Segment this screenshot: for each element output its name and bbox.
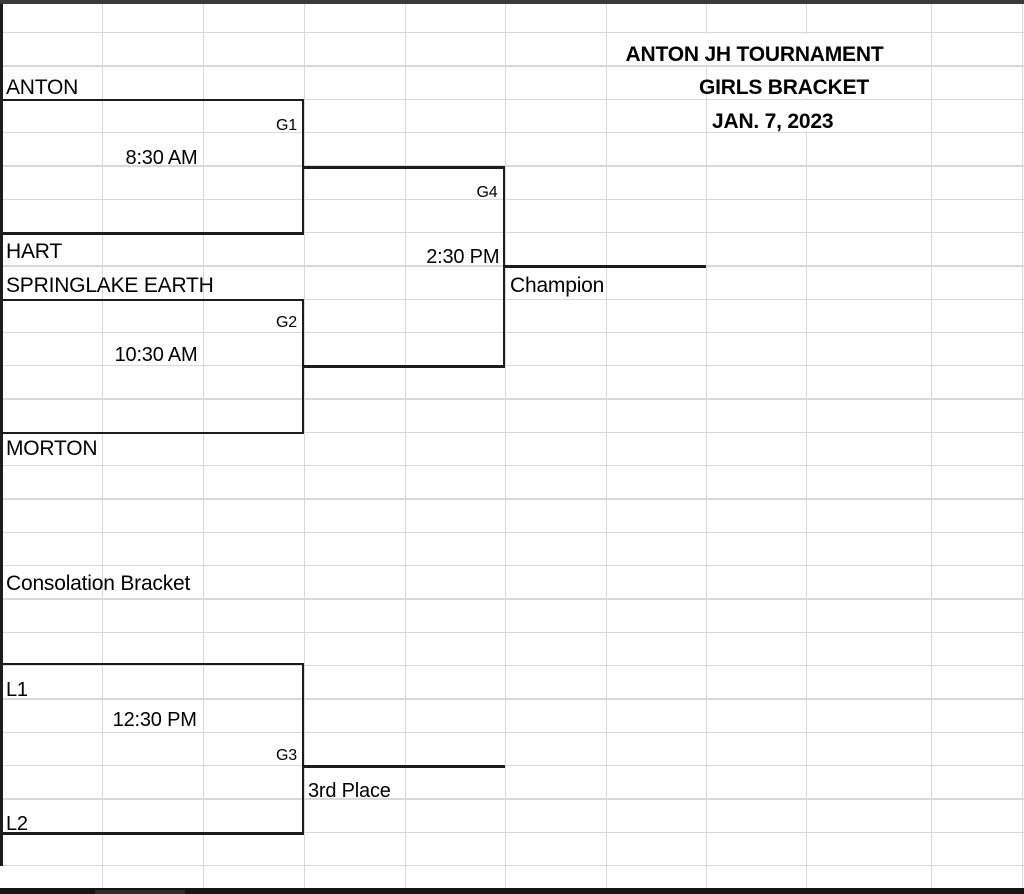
gridline-horizontal [0,498,1024,500]
game4-label[interactable]: G4 [476,183,498,201]
tournament-date[interactable]: JAN. 7, 2023 [712,109,834,133]
gridline-horizontal [0,864,1024,867]
gridline-vertical [1021,4,1024,888]
gridline-horizontal [0,798,1024,800]
game1-label[interactable]: G1 [276,117,297,134]
gridline-vertical [706,4,708,888]
gridline-vertical [102,4,104,888]
gridline-horizontal [0,298,1024,300]
top-edge-dark-row [0,0,1024,4]
game4-box-top-border [301,166,506,169]
gridline-horizontal [0,98,1024,100]
gridline-horizontal [0,165,1024,167]
gridline-vertical [404,4,406,888]
gridline-horizontal [0,131,1024,134]
game2-time[interactable]: 10:30 AM [114,344,198,366]
gridline-horizontal [0,198,1024,200]
gridline-horizontal [0,698,1024,700]
game1-box-top-border [0,98,304,102]
consolation-box-top-border [0,662,304,666]
bottom-edge-tab-segment [95,889,185,894]
gridline-horizontal [0,664,1024,667]
team-hart[interactable]: HART [6,240,62,263]
gridline-vertical [203,4,205,888]
gridline-horizontal [0,465,1024,467]
game1-box-bottom-border [0,231,304,235]
tournament-subtitle[interactable]: GIRLS BRACKET [698,76,870,99]
game3-label[interactable]: G3 [276,747,297,764]
third-place-label[interactable]: 3rd Place [308,779,391,802]
loser2-slot[interactable]: L2 [6,812,28,835]
gridline-horizontal [0,65,1024,67]
consolation-box-bottom-border [0,832,304,835]
tournament-title[interactable]: ANTON JH TOURNAMENT [625,42,884,66]
gridline-vertical [605,4,607,888]
subtitle-cell-background [707,66,930,98]
gridline-horizontal [0,431,1024,434]
date-cell-background [707,100,930,131]
game1-time[interactable]: 8:30 AM [125,147,198,169]
game2-box-top-border [0,298,304,302]
gridline-horizontal [0,398,1024,400]
gridline-horizontal [0,231,1024,234]
gridline-horizontal [0,764,1024,767]
champion-line [505,265,706,269]
gridline-horizontal [0,598,1024,600]
team-springlake-earth[interactable]: SPRINGLAKE EARTH [6,274,214,297]
third-place-line [301,764,505,768]
gridline-vertical [304,4,306,888]
champion-label[interactable]: Champion [510,273,605,297]
game2-label[interactable]: G2 [276,314,297,331]
gridline-horizontal [0,331,1024,334]
gridline-horizontal [0,365,1024,367]
consolation-heading[interactable]: Consolation Bracket [6,571,191,595]
gridline-horizontal [0,731,1024,733]
game4-box-bottom-border [301,365,506,368]
game2-box-bottom-border [0,431,304,435]
gridline-vertical [805,4,807,888]
game4-time[interactable]: 2:30 PM [426,245,500,268]
bottom-edge-dark-row [0,888,1024,894]
gridline-horizontal [0,631,1024,633]
gridline-horizontal [0,32,1024,34]
consolation-box-right-border [301,662,305,835]
gridline-horizontal [0,831,1024,833]
loser1-slot[interactable]: L1 [6,678,28,701]
game3-time[interactable]: 12:30 PM [112,709,197,731]
gridline-horizontal [0,531,1024,534]
gridline-vertical [505,4,507,888]
team-anton[interactable]: ANTON [6,76,79,99]
gridline-horizontal [0,565,1024,567]
game4-box-right-border [502,166,506,368]
team-morton[interactable]: MORTON [6,437,98,460]
title-cell-background [607,33,930,65]
gridline-vertical [931,4,933,888]
